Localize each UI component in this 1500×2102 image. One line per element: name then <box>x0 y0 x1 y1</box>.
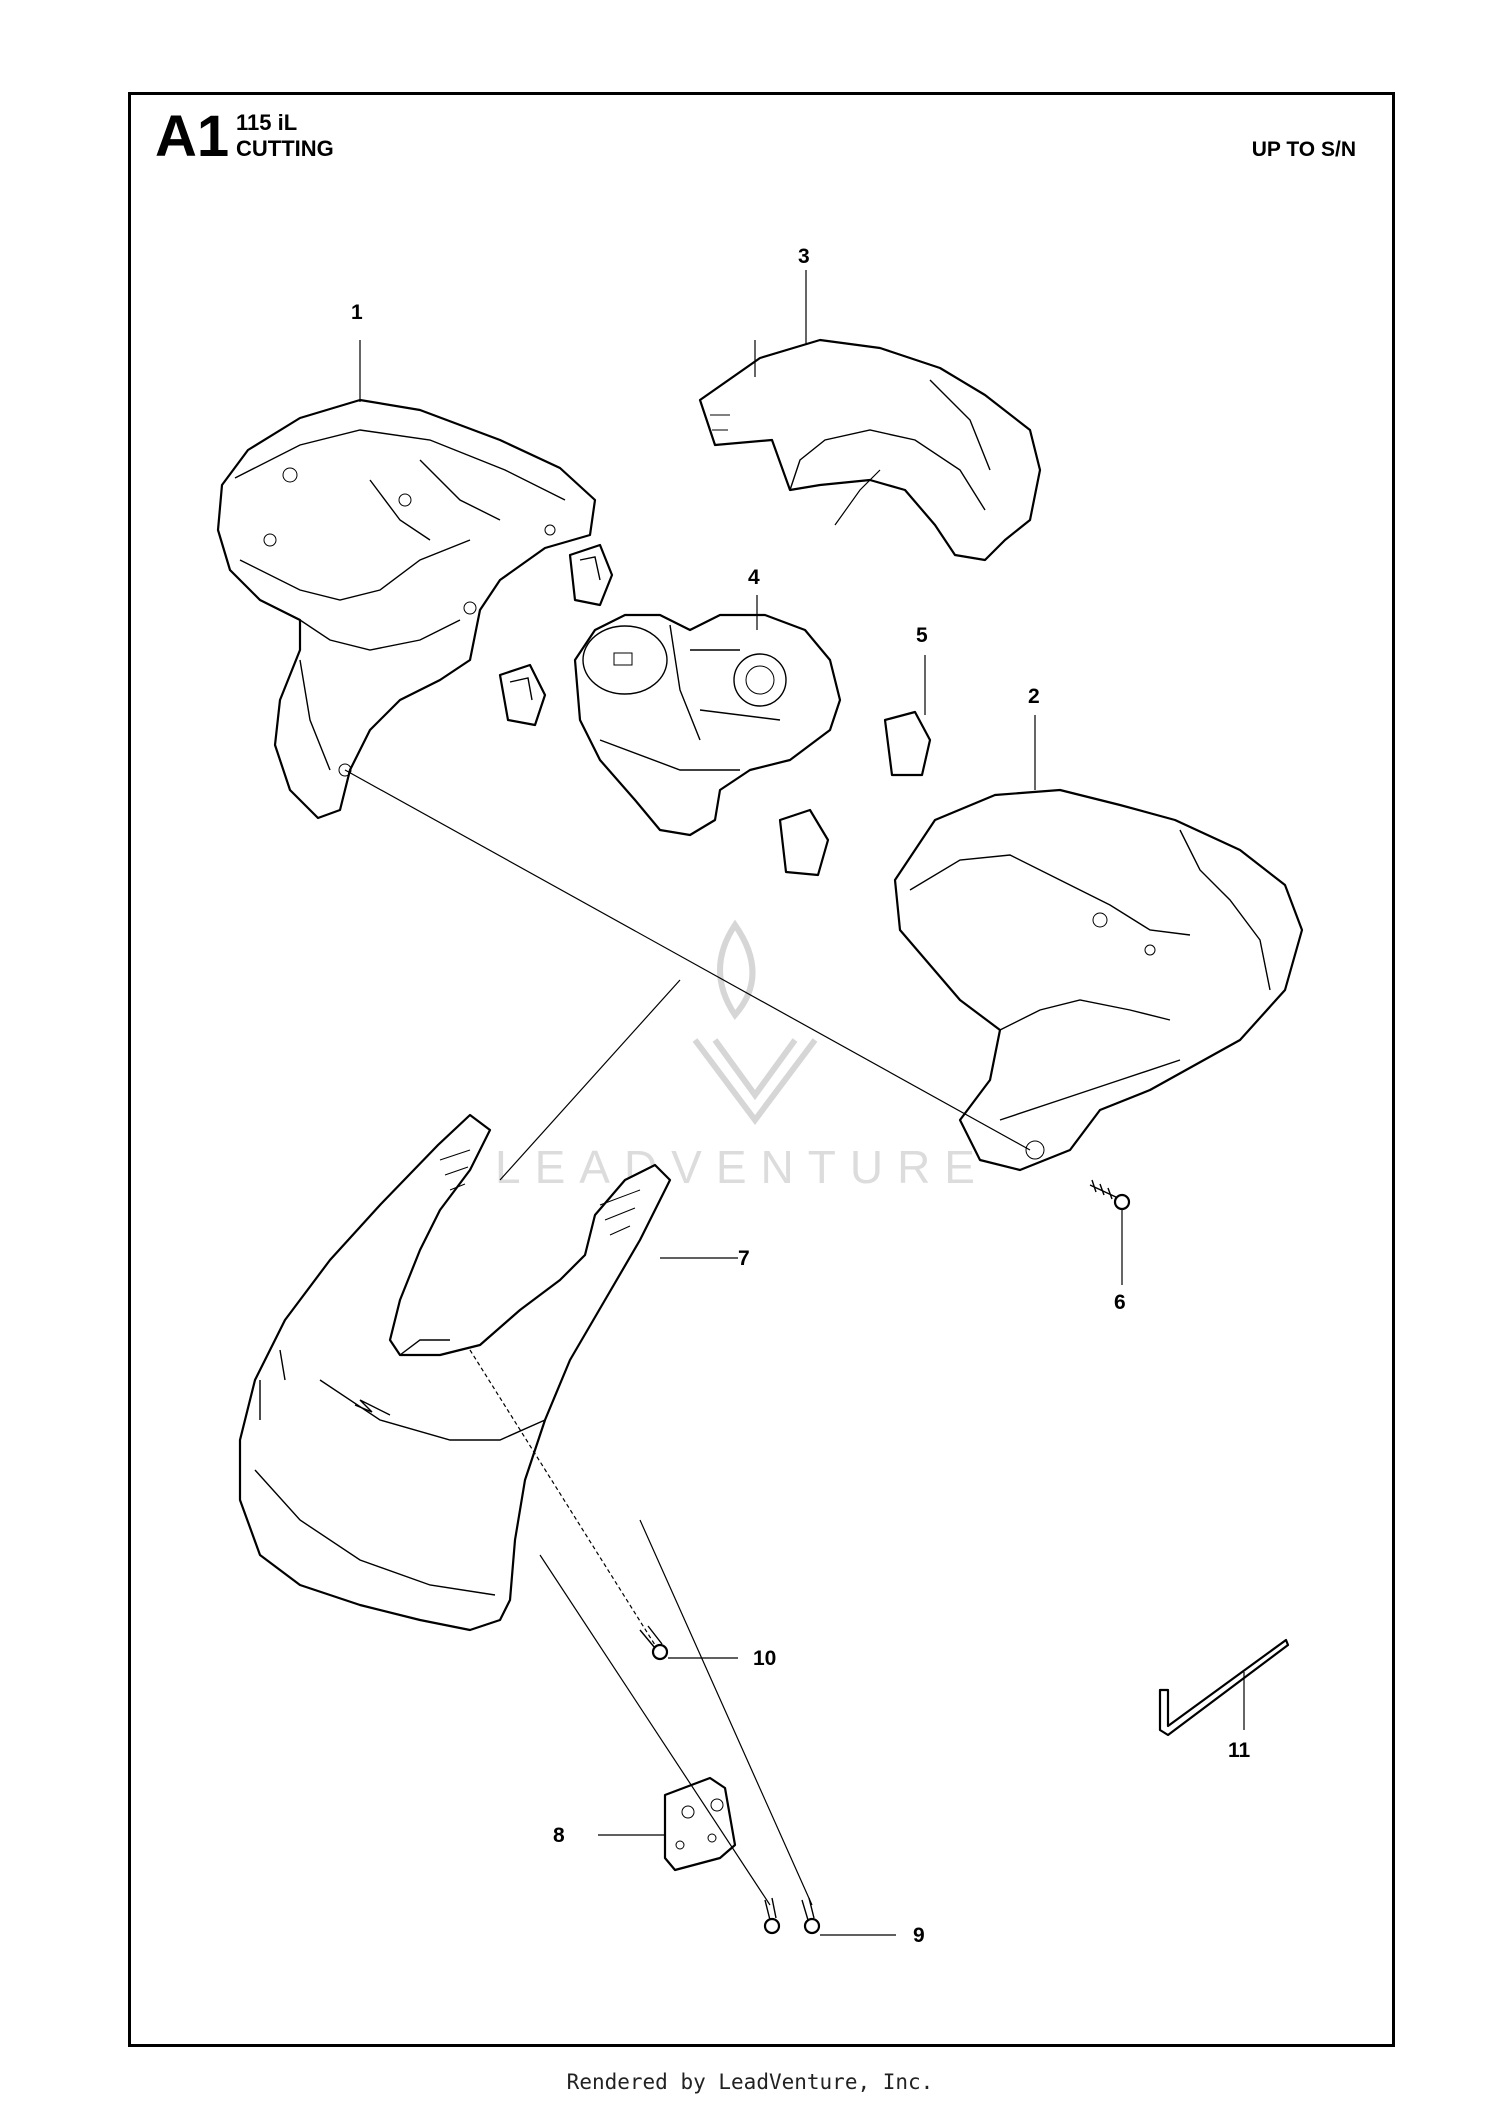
callout-6: 6 <box>1114 1291 1126 1314</box>
part-5-dampers <box>498 543 932 877</box>
part-10-screw <box>639 1625 669 1661</box>
footer-credit: Rendered by LeadVenture, Inc. <box>566 2070 934 2094</box>
callout-10: 10 <box>753 1647 777 1670</box>
watermark-text: LEADVENTURE <box>495 1141 989 1193</box>
callout-3: 3 <box>798 245 810 268</box>
part-4-motor <box>573 613 842 837</box>
section-title: CUTTING <box>236 136 334 161</box>
callout-4: 4 <box>748 566 760 589</box>
watermark-logo: LEADVENTURE <box>495 919 989 1193</box>
part-11-hex-key <box>1158 1638 1290 1737</box>
callout-7: 7 <box>738 1247 750 1270</box>
callout-9: 9 <box>913 1924 925 1947</box>
part-3-top-cover <box>698 338 1042 562</box>
part-7-guard <box>238 1113 672 1632</box>
callout-1: 1 <box>351 301 363 324</box>
callout-2: 2 <box>1028 685 1040 708</box>
diagram-frame <box>128 92 1395 2047</box>
part-1-left-housing <box>216 398 597 820</box>
part-2-right-housing <box>893 788 1304 1172</box>
callout-8: 8 <box>553 1824 565 1847</box>
callout-11: 11 <box>1228 1739 1251 1762</box>
part-6-screw <box>1089 1179 1131 1211</box>
model-name: 115 iL <box>236 110 298 135</box>
page-code: A1 <box>155 104 230 169</box>
callout-5: 5 <box>916 624 928 647</box>
serial-note: UP TO S/N <box>1251 138 1356 161</box>
part-8-bracket <box>663 1776 737 1872</box>
leader-lines <box>344 270 1245 1936</box>
